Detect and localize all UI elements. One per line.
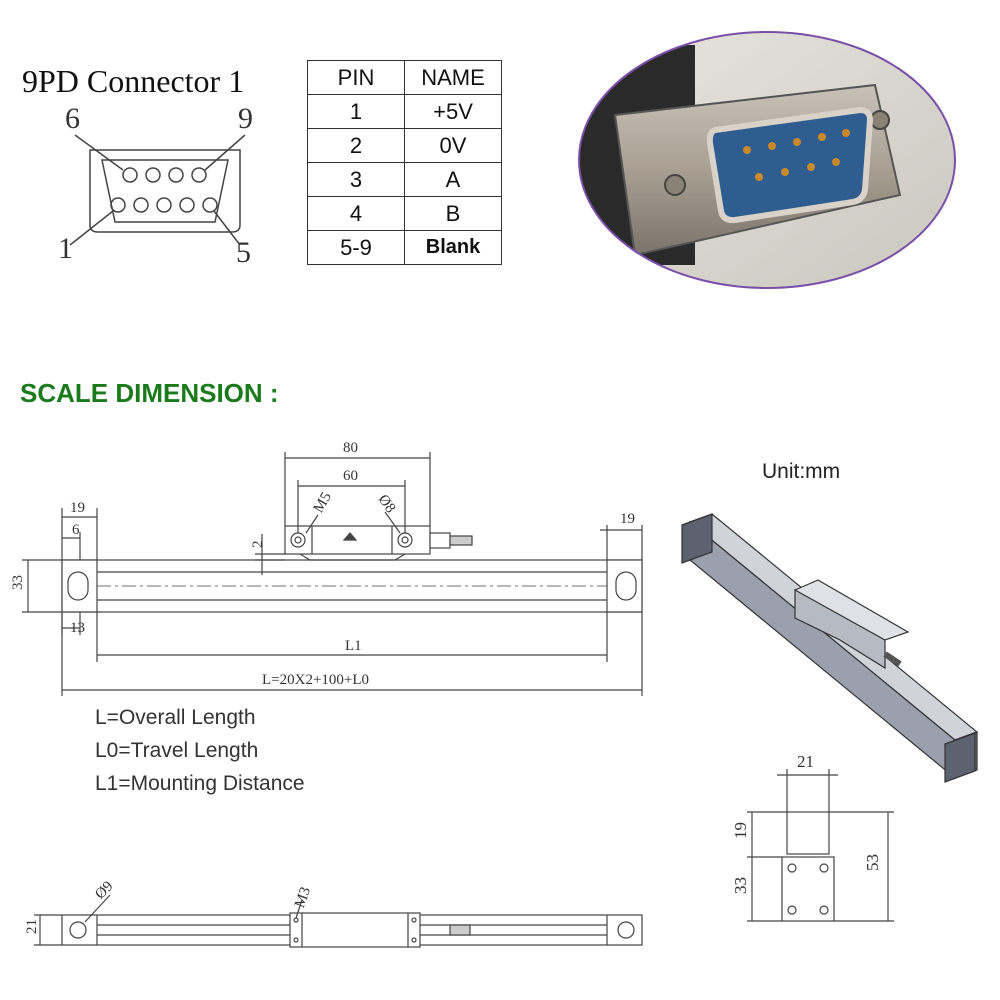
front-view [22, 452, 643, 696]
connector-title: 9PD Connector 1 [22, 63, 244, 99]
dim-m5: M5 [311, 490, 335, 516]
dim-33-end: 33 [731, 877, 750, 894]
dim-33: 33 [10, 575, 26, 590]
legend-item: L0=Travel Length [95, 739, 259, 762]
dim-phi8: Ø8 [375, 492, 399, 516]
table-header-pin: PIN [307, 60, 405, 95]
table-cell-name: A [404, 162, 502, 197]
table-header-row: PIN NAME [307, 60, 502, 95]
photo-frame [578, 31, 956, 289]
isometric-view [681, 513, 979, 783]
dim-21-bottom: 21 [24, 919, 40, 934]
dim-19-left: 19 [70, 500, 85, 516]
d-sub-inner [101, 159, 229, 223]
dim-l1: L1 [345, 638, 362, 654]
table-cell-pin: 5-9 [307, 230, 405, 265]
bottom-view [34, 894, 643, 948]
dim-phi9: Ø9 [92, 878, 116, 902]
pin-label-1: 1 [58, 232, 73, 265]
pin-label-6: 6 [65, 102, 80, 135]
unit-label: Unit:mm [762, 460, 841, 483]
dim-60: 60 [343, 468, 358, 484]
table-cell-name: 0V [404, 128, 502, 163]
connector-insert [706, 106, 874, 224]
table-row: 4 B [307, 196, 502, 231]
connector-photo [578, 31, 956, 289]
connector-pinout-diagram: 9PD Connector 1 6 9 1 5 [22, 63, 253, 269]
table-cell-pin: 3 [307, 162, 405, 197]
dim-53-end: 53 [863, 854, 882, 871]
table-cell-name: +5V [404, 94, 502, 129]
screw-left [664, 174, 686, 196]
legend-item: L=Overall Length [95, 706, 256, 729]
dim-6: 6 [72, 522, 80, 538]
legend-item: L1=Mounting Distance [95, 772, 305, 795]
dim-19-end: 19 [731, 822, 750, 839]
dim-19-right: 19 [620, 511, 635, 527]
dim-80: 80 [343, 440, 358, 456]
table-header-name: NAME [404, 60, 502, 95]
dim-2: 2 [250, 541, 266, 549]
table-cell-pin: 1 [307, 94, 405, 129]
pin-label-9: 9 [238, 102, 253, 135]
end-block-left [61, 559, 98, 613]
table-cell-pin: 2 [307, 128, 405, 163]
end-view [747, 769, 894, 922]
dim-m3: M3 [292, 885, 314, 910]
table-row: 2 0V [307, 128, 502, 163]
section-title: SCALE DIMENSION : [20, 378, 279, 408]
table-cell-name: B [404, 196, 502, 231]
end-block-right [606, 559, 643, 613]
table-row: 1 +5V [307, 94, 502, 129]
dim-21-end: 21 [797, 752, 814, 771]
reading-head [284, 525, 431, 555]
table-row: 5-9 Blank [307, 230, 502, 265]
table-row: 3 A [307, 162, 502, 197]
dim-13: 13 [70, 620, 85, 636]
pin-table: PIN NAME 1 +5V 2 0V 3 A 4 B 5-9 Blank [307, 60, 502, 265]
table-cell-name: Blank [404, 230, 502, 265]
dim-l-formula: L=20X2+100+L0 [262, 672, 369, 688]
